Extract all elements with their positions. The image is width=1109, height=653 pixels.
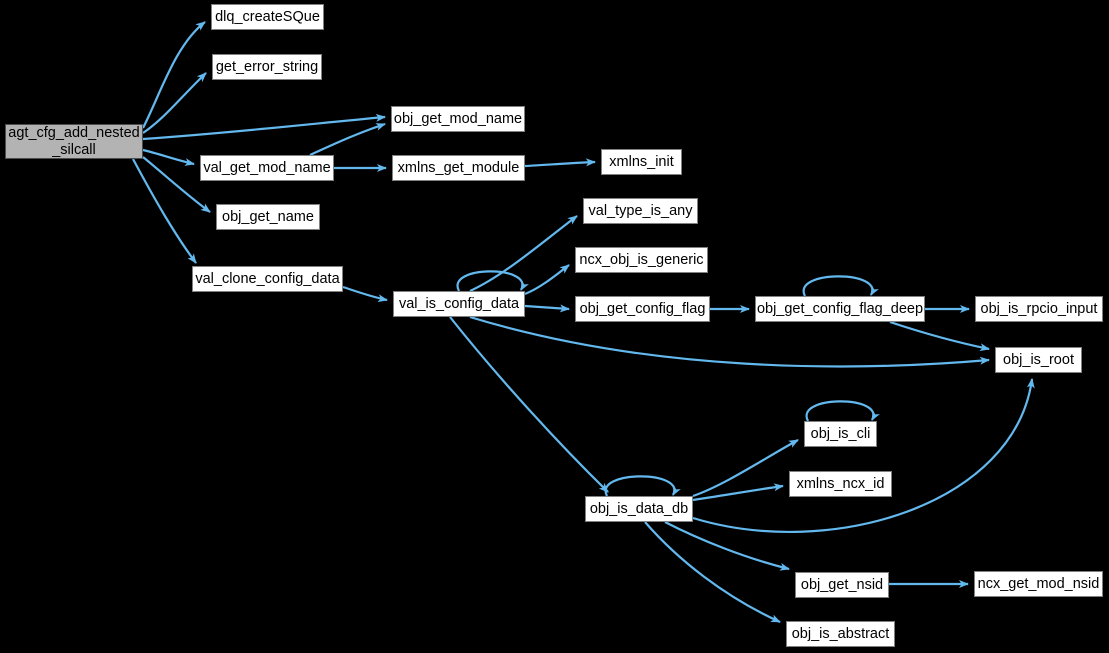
graph-node-agt-cfg-add-nested-silcall[interactable]: agt_cfg_add_nested _silcall [5, 124, 143, 159]
graph-edge-val-is-config-data-to-ncx-obj-is-generic [524, 264, 570, 296]
graph-edge-obj-is-cli-to-obj-is-cli [805, 400, 880, 422]
graph-node-ncx-get-mod-nsid[interactable]: ncx_get_mod_nsid [974, 571, 1103, 597]
graph-edge-val-is-config-data-to-obj-is-data-db [449, 316, 609, 493]
graph-edge-agt-cfg-add-nested-silcall-to-get-error-string [142, 72, 207, 134]
graph-node-obj-is-rpcio-input[interactable]: obj_is_rpcio_input [975, 296, 1103, 322]
graph-node-val-clone-config-data[interactable]: val_clone_config_data [192, 266, 343, 292]
graph-node-obj-get-config-flag-deep[interactable]: obj_get_config_flag_deep [755, 296, 925, 322]
graph-node-obj-get-config-flag[interactable]: obj_get_config_flag [575, 296, 710, 322]
graph-edge-val-is-config-data-to-val-is-config-data [456, 270, 529, 292]
graph-node-obj-get-name[interactable]: obj_get_name [216, 204, 320, 230]
graph-edge-agt-cfg-add-nested-silcall-to-dlq-createSQue [142, 21, 206, 129]
graph-edge-obj-is-data-db-to-obj-is-root [692, 378, 1035, 534]
graph-edge-val-get-mod-name-to-obj-get-mod-name [309, 122, 386, 157]
graph-node-xmlns-get-module[interactable]: xmlns_get_module [392, 155, 525, 181]
graph-edge-obj-is-data-db-to-obj-get-nsid [664, 521, 790, 571]
graph-node-ncx-obj-is-generic[interactable]: ncx_obj_is_generic [575, 247, 708, 273]
graph-edge-val-is-config-data-to-obj-is-root [469, 315, 990, 368]
graph-edge-val-is-config-data-to-val-type-is-any [469, 215, 578, 293]
graph-node-obj-get-mod-name[interactable]: obj_get_mod_name [391, 106, 525, 132]
graph-edge-obj-is-data-db-to-obj-is-cli [692, 439, 799, 498]
graph-node-xmlns-init[interactable]: xmlns_init [601, 149, 682, 175]
graph-node-xmlns-ncx-id[interactable]: xmlns_ncx_id [789, 471, 892, 497]
graph-edge-obj-get-config-flag-deep-to-obj-is-root [889, 320, 990, 352]
graph-edge-obj-is-data-db-to-obj-is-abstract [644, 521, 781, 624]
graph-edge-agt-cfg-add-nested-silcall-to-val-get-mod-name [142, 148, 195, 166]
graph-node-obj-is-abstract[interactable]: obj_is_abstract [786, 621, 895, 647]
graph-edge-xmlns-get-module-to-xmlns-init [524, 158, 596, 168]
graph-edge-obj-get-config-flag-deep-to-obj-get-config-flag-deep [802, 275, 879, 297]
graph-node-val-type-is-any[interactable]: val_type_is_any [583, 198, 698, 224]
graph-edge-val-clone-config-data-to-val-is-config-data [342, 285, 388, 303]
graph-node-val-is-config-data[interactable]: val_is_config_data [393, 291, 525, 317]
graph-edge-agt-cfg-add-nested-silcall-to-val-clone-config-data [132, 158, 197, 264]
graph-edge-obj-is-data-db-to-obj-is-data-db [604, 475, 681, 497]
graph-edge-agt-cfg-add-nested-silcall-to-obj-get-mod-name [142, 113, 386, 141]
graph-node-get-error-string[interactable]: get_error_string [212, 54, 322, 80]
graph-node-val-get-mod-name[interactable]: val_get_mod_name [200, 155, 334, 181]
graph-node-obj-is-data-db[interactable]: obj_is_data_db [585, 496, 693, 522]
graph-node-obj-is-cli[interactable]: obj_is_cli [804, 421, 877, 447]
graph-node-dlq-createSQue[interactable]: dlq_createSQue [211, 4, 324, 30]
graph-edge-obj-is-data-db-to-xmlns-ncx-id [692, 483, 784, 502]
graph-node-obj-get-nsid[interactable]: obj_get_nsid [795, 572, 889, 598]
graph-edge-val-is-config-data-to-obj-get-config-flag [524, 304, 570, 313]
graph-node-obj-is-root[interactable]: obj_is_root [995, 347, 1082, 373]
